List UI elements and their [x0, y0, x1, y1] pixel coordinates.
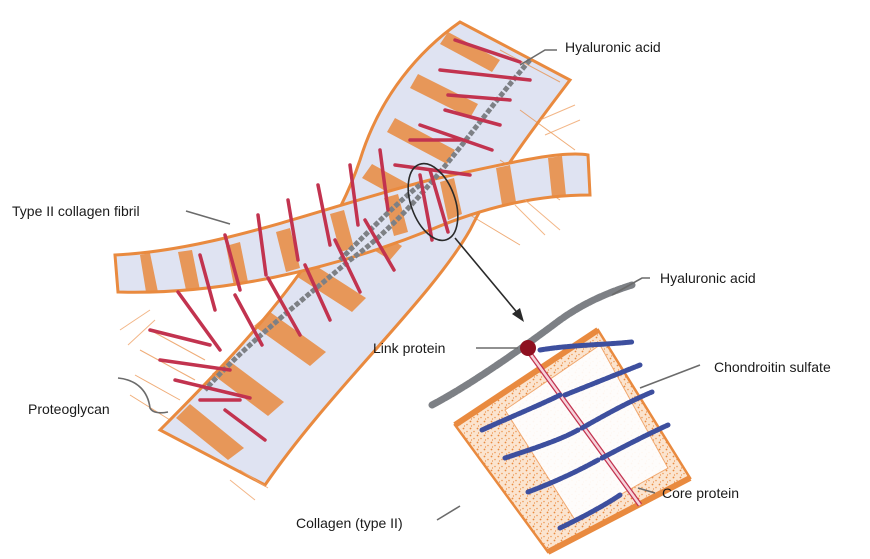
- label-chondroitin-sulfate: Chondroitin sulfate: [714, 359, 831, 375]
- detail-view: [432, 285, 690, 552]
- link-protein: [520, 340, 536, 356]
- label-hyaluronic-acid-detail: Hyaluronic acid: [660, 270, 756, 286]
- label-collagen-type2: Collagen (type II): [296, 515, 403, 531]
- label-core-protein: Core protein: [662, 485, 739, 501]
- label-proteoglycan: Proteoglycan: [28, 401, 110, 417]
- label-link-protein: Link protein: [373, 340, 445, 356]
- zoom-arrow: [455, 238, 524, 322]
- label-hyaluronic-acid-top: Hyaluronic acid: [565, 39, 661, 55]
- label-type2-collagen-fibril: Type II collagen fibril: [12, 203, 140, 219]
